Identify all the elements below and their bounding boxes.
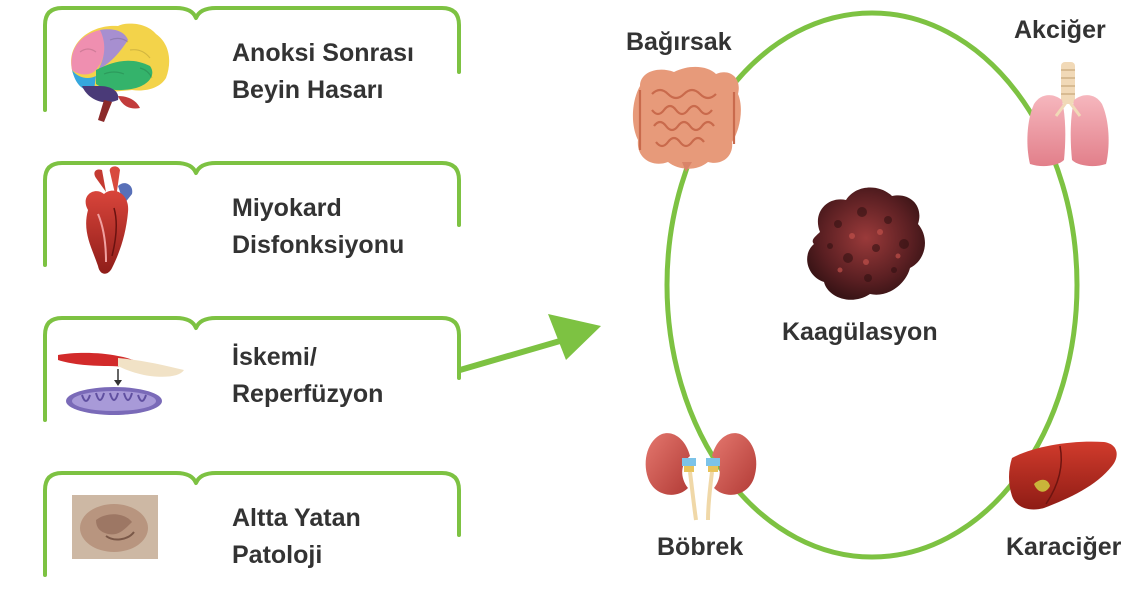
- organ-label-liver: Karaciğer: [1006, 533, 1121, 562]
- cause-label-1-line2: Beyin Hasarı: [232, 72, 414, 109]
- center-label: Kaagülasyon: [782, 318, 938, 347]
- arrow: [460, 314, 601, 370]
- kidney-icon: [646, 433, 757, 520]
- tissue-icon: [72, 495, 158, 559]
- cause-label-2-line2: Disfonksiyonu: [232, 227, 404, 264]
- heart-icon: [86, 166, 133, 273]
- cause-label-2: Miyokard Disfonksiyonu: [232, 190, 404, 264]
- clot-icon: [807, 187, 925, 299]
- cause-label-1: Anoksi Sonrası Beyin Hasarı: [232, 35, 414, 109]
- cause-label-3-line1: İskemi/: [232, 339, 383, 376]
- organ-label-intestine: Bağırsak: [626, 28, 732, 57]
- lung-icon: [1027, 62, 1108, 166]
- cause-label-4-line2: Patoloji: [232, 537, 361, 574]
- cause-label-1-line1: Anoksi Sonrası: [232, 35, 414, 72]
- brain-icon: [71, 24, 169, 122]
- cause-label-3: İskemi/ Reperfüzyon: [232, 339, 383, 413]
- cause-label-4-line1: Altta Yatan: [232, 500, 361, 537]
- cause-label-4: Altta Yatan Patoloji: [232, 500, 361, 574]
- liver-icon: [1009, 442, 1117, 510]
- cause-label-3-line2: Reperfüzyon: [232, 376, 383, 413]
- organ-label-lung: Akciğer: [1014, 16, 1106, 45]
- cause-label-2-line1: Miyokard: [232, 190, 404, 227]
- mitochondria-icon: [58, 353, 184, 415]
- organ-label-kidney: Böbrek: [657, 533, 743, 562]
- intestine-icon: [633, 67, 741, 172]
